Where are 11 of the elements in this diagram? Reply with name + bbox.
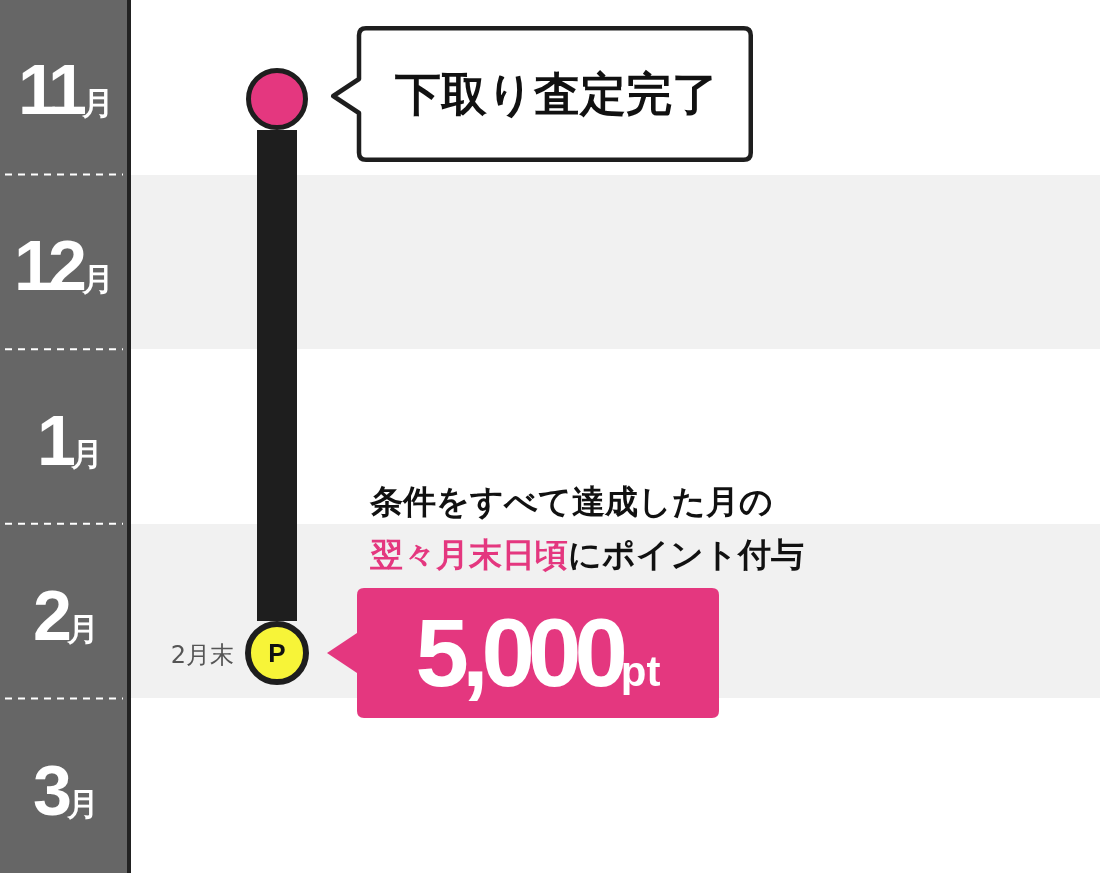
note-text: 条件をすべて達成した月の翌々月末日頃にポイント付与 xyxy=(370,481,804,576)
month-label: 2月 xyxy=(33,581,99,651)
date-label: 2月末 xyxy=(170,640,234,671)
speech-bubble: 5,000pt xyxy=(326,588,719,718)
speech-bubble: 下取り査定完了 xyxy=(330,26,753,162)
month-label: 11月 xyxy=(18,55,114,125)
month-label: 12月 xyxy=(14,231,114,301)
month-label: 1月 xyxy=(37,406,103,476)
timeline-bar xyxy=(257,130,297,621)
month-label: 3月 xyxy=(33,756,99,826)
milestone-dot xyxy=(246,68,308,130)
